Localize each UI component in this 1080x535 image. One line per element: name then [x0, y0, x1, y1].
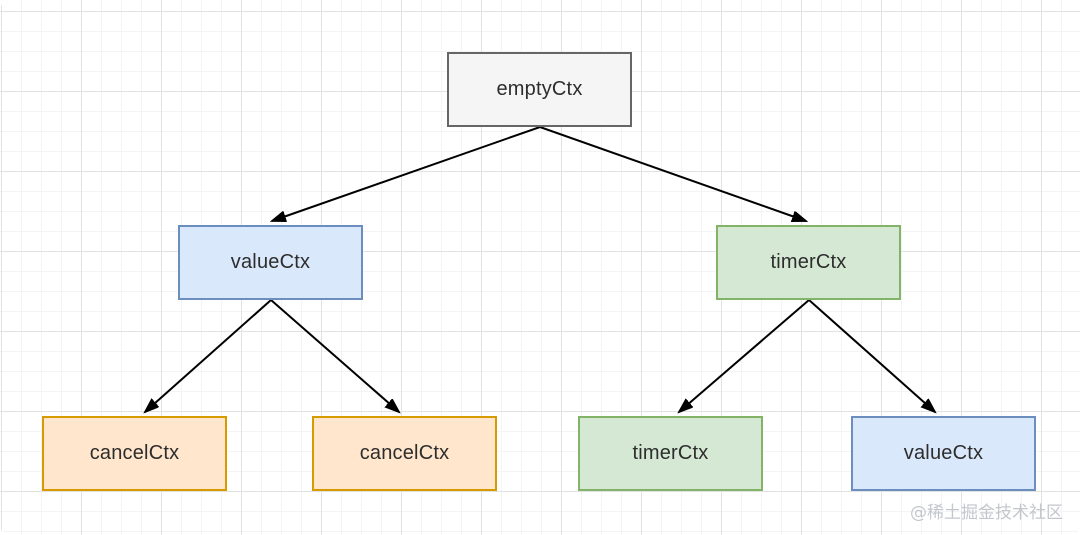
edge-valuectx-cancelctx-1 [145, 299, 272, 412]
edge-valuectx-cancelctx-2 [270, 299, 399, 412]
node-timerctx-mid: timerCtx [716, 225, 901, 300]
edge-emptyctx-timerctx [539, 126, 806, 221]
edge-timerctx-valuectx [808, 299, 935, 412]
watermark: @稀土掘金技术社区 [910, 503, 1063, 523]
node-timerctx-leaf: timerCtx [578, 416, 763, 491]
edge-timerctx-timerctx [679, 299, 810, 412]
node-emptyctx: emptyCtx [447, 52, 632, 127]
node-valuectx-mid: valueCtx [178, 225, 363, 300]
node-valuectx-leaf: valueCtx [851, 416, 1036, 491]
edge-emptyctx-valuectx [272, 126, 541, 221]
node-cancelctx-2: cancelCtx [312, 416, 497, 491]
node-cancelctx-1: cancelCtx [42, 416, 227, 491]
